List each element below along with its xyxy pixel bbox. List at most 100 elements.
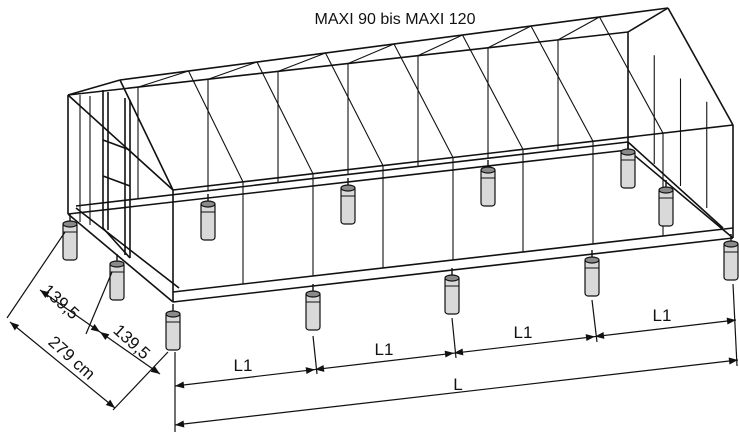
width-extension-mid <box>85 271 113 335</box>
roof-bar-back-6 <box>487 25 532 49</box>
section-arrow-end-1 <box>305 367 315 375</box>
foot-top <box>480 166 496 174</box>
ext-line-3 <box>591 299 598 343</box>
gable-right-front <box>667 7 734 126</box>
foot-body <box>109 261 125 301</box>
base-left-rail <box>67 213 174 303</box>
section-arrow-end-2 <box>444 350 454 358</box>
roof-bar-back-1 <box>137 70 189 88</box>
foundation-foot-10 <box>480 160 496 207</box>
foot-top <box>723 240 739 248</box>
section-label-4: L1 <box>653 306 672 325</box>
foundation-foot-7 <box>109 254 125 301</box>
gable-left-front <box>119 79 174 191</box>
width-half-arrow-start <box>40 290 50 299</box>
roof-bar-front-1 <box>188 70 244 183</box>
section-arrow-start-3 <box>454 348 464 356</box>
foot-top <box>305 290 321 298</box>
foot-body <box>200 201 216 241</box>
roof-bar-front-3 <box>325 52 384 166</box>
length-label: L <box>453 375 462 394</box>
foundation-foot-2 <box>305 284 321 331</box>
foundation-foot-9 <box>340 178 356 225</box>
roof-bar-back-3 <box>277 52 326 72</box>
glazing-bars <box>79 16 708 284</box>
base-left-rail-inner <box>75 207 180 289</box>
roof-bar-back-5 <box>417 34 463 57</box>
section-arrow-start-1 <box>175 381 185 389</box>
foot-top <box>165 310 181 318</box>
roof-bar-front-6 <box>530 25 594 142</box>
foot-body <box>658 187 674 227</box>
door-sill <box>102 227 131 259</box>
foot-body <box>723 241 739 281</box>
width-extension-right <box>112 351 169 411</box>
foundation-foot-6 <box>62 214 78 261</box>
length-arrow-end <box>728 357 738 365</box>
width-half-arrow-mid-a <box>90 323 100 332</box>
foot-top <box>584 256 600 264</box>
foot-body <box>584 257 600 297</box>
width-arrow-start <box>10 322 20 331</box>
ext-line-2 <box>451 317 457 359</box>
foot-top <box>109 260 125 268</box>
roof-bar-front-5 <box>462 34 524 150</box>
foot-body <box>165 311 181 351</box>
foot-body <box>620 149 636 189</box>
ext-line-4 <box>732 283 738 367</box>
foot-top <box>620 148 636 156</box>
roof-bar-front-4 <box>393 43 454 158</box>
foundation-feet <box>62 142 739 351</box>
section-arrow-start-2 <box>315 364 325 372</box>
width-half-arrow-end <box>150 365 160 374</box>
section-label-2: L1 <box>375 340 394 359</box>
foundation-foot-4 <box>584 250 600 297</box>
width-half-left-label: 139,5 <box>39 281 83 324</box>
width-extension-left <box>6 231 66 319</box>
door-rail-2 <box>102 175 131 187</box>
section-arrow-end-3 <box>585 334 595 342</box>
width-half-arrow-mid-b <box>100 332 110 341</box>
foundation-foot-8 <box>200 194 216 241</box>
foundation-foot-1 <box>165 304 181 351</box>
gable-left-back <box>67 79 121 96</box>
base-front-rail <box>172 237 734 303</box>
foot-body <box>62 221 78 261</box>
foot-body <box>480 167 496 207</box>
foot-top <box>444 274 460 282</box>
roof-bar-front-7 <box>599 16 664 134</box>
width-dim-line <box>9 321 116 409</box>
roof-bar-back-4 <box>347 43 395 65</box>
diagram-title: MAXI 90 bis MAXI 120 <box>315 11 476 28</box>
foot-body <box>305 291 321 331</box>
roof-bar-front-2 <box>256 61 314 174</box>
base-back-rail-inner <box>75 141 629 207</box>
foundation-foot-3 <box>444 268 460 315</box>
roof-bar-back-7 <box>557 16 600 41</box>
ext-line-1 <box>312 335 318 375</box>
width-arrow-end <box>105 399 115 408</box>
eave-left <box>67 94 174 191</box>
section-label-1: L1 <box>234 356 253 375</box>
foundation-foot-11 <box>620 142 636 189</box>
foot-body <box>444 275 460 315</box>
foundation-foot-12 <box>658 180 674 227</box>
foot-body <box>340 185 356 225</box>
section-arrow-start-4 <box>595 331 605 339</box>
length-dim-line <box>174 359 739 426</box>
foot-top <box>340 184 356 192</box>
gable-right-back <box>627 7 669 33</box>
roof-bar-back-2 <box>207 61 258 80</box>
width-total-label: 279 cm <box>45 332 99 383</box>
foot-top <box>200 200 216 208</box>
base-right-rail-inner <box>627 141 724 229</box>
foot-top <box>658 186 674 194</box>
width-half-right-label: 139,5 <box>110 321 154 364</box>
section-arrow-end-4 <box>726 317 736 325</box>
base-right-rail <box>627 149 734 239</box>
foundation-foot-5 <box>723 234 739 281</box>
dimension-arrows <box>10 290 738 428</box>
foot-top <box>62 220 78 228</box>
